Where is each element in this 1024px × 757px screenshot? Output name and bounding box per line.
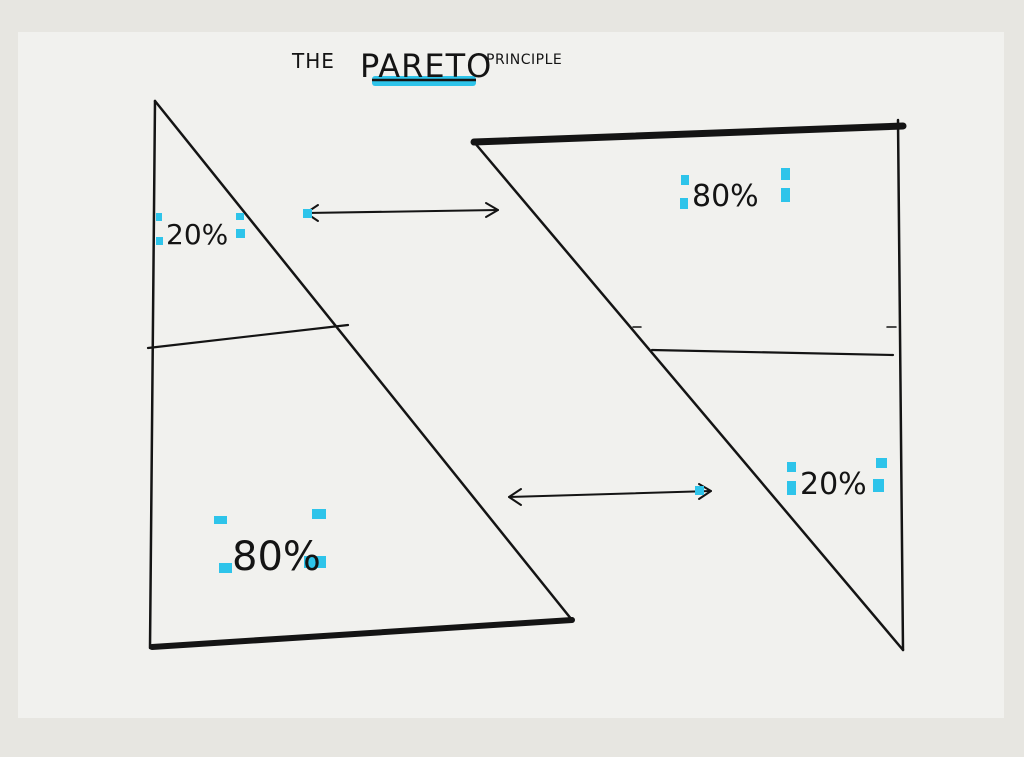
title: THE PARETO PRINCIPLE [291, 47, 562, 86]
top-arrow-highlight [303, 209, 312, 218]
right-triangle [470, 118, 907, 652]
left-triangle-side [148, 99, 157, 650]
bottom-arrow-highlight [695, 486, 704, 495]
left-triangle-base [149, 617, 575, 650]
paper-sheet [18, 32, 1004, 718]
left-bottom-label: 80% [214, 509, 326, 580]
right-triangle-side [896, 118, 905, 652]
right-bottom-label: 20% [787, 458, 887, 502]
right-triangle-hypotenuse [472, 140, 905, 652]
title-suffix: PRINCIPLE [486, 52, 562, 68]
right-top-label: 80% [680, 168, 790, 214]
left-top-label: 20% [156, 213, 245, 251]
left-triangle [146, 99, 575, 650]
left-triangle-hypotenuse [153, 99, 574, 622]
right-triangle-top [470, 122, 907, 146]
title-emphasis: PARETO [360, 47, 492, 85]
arrows [303, 202, 712, 506]
right-top-percentage: 80% [692, 179, 759, 214]
right-triangle-divider [650, 348, 895, 357]
left-top-percentage: 20% [166, 218, 228, 251]
right-bottom-percentage: 20% [800, 467, 867, 502]
left-triangle-divider [146, 323, 350, 350]
left-bottom-percentage: 80% [232, 534, 321, 580]
title-prefix: THE [291, 49, 335, 73]
